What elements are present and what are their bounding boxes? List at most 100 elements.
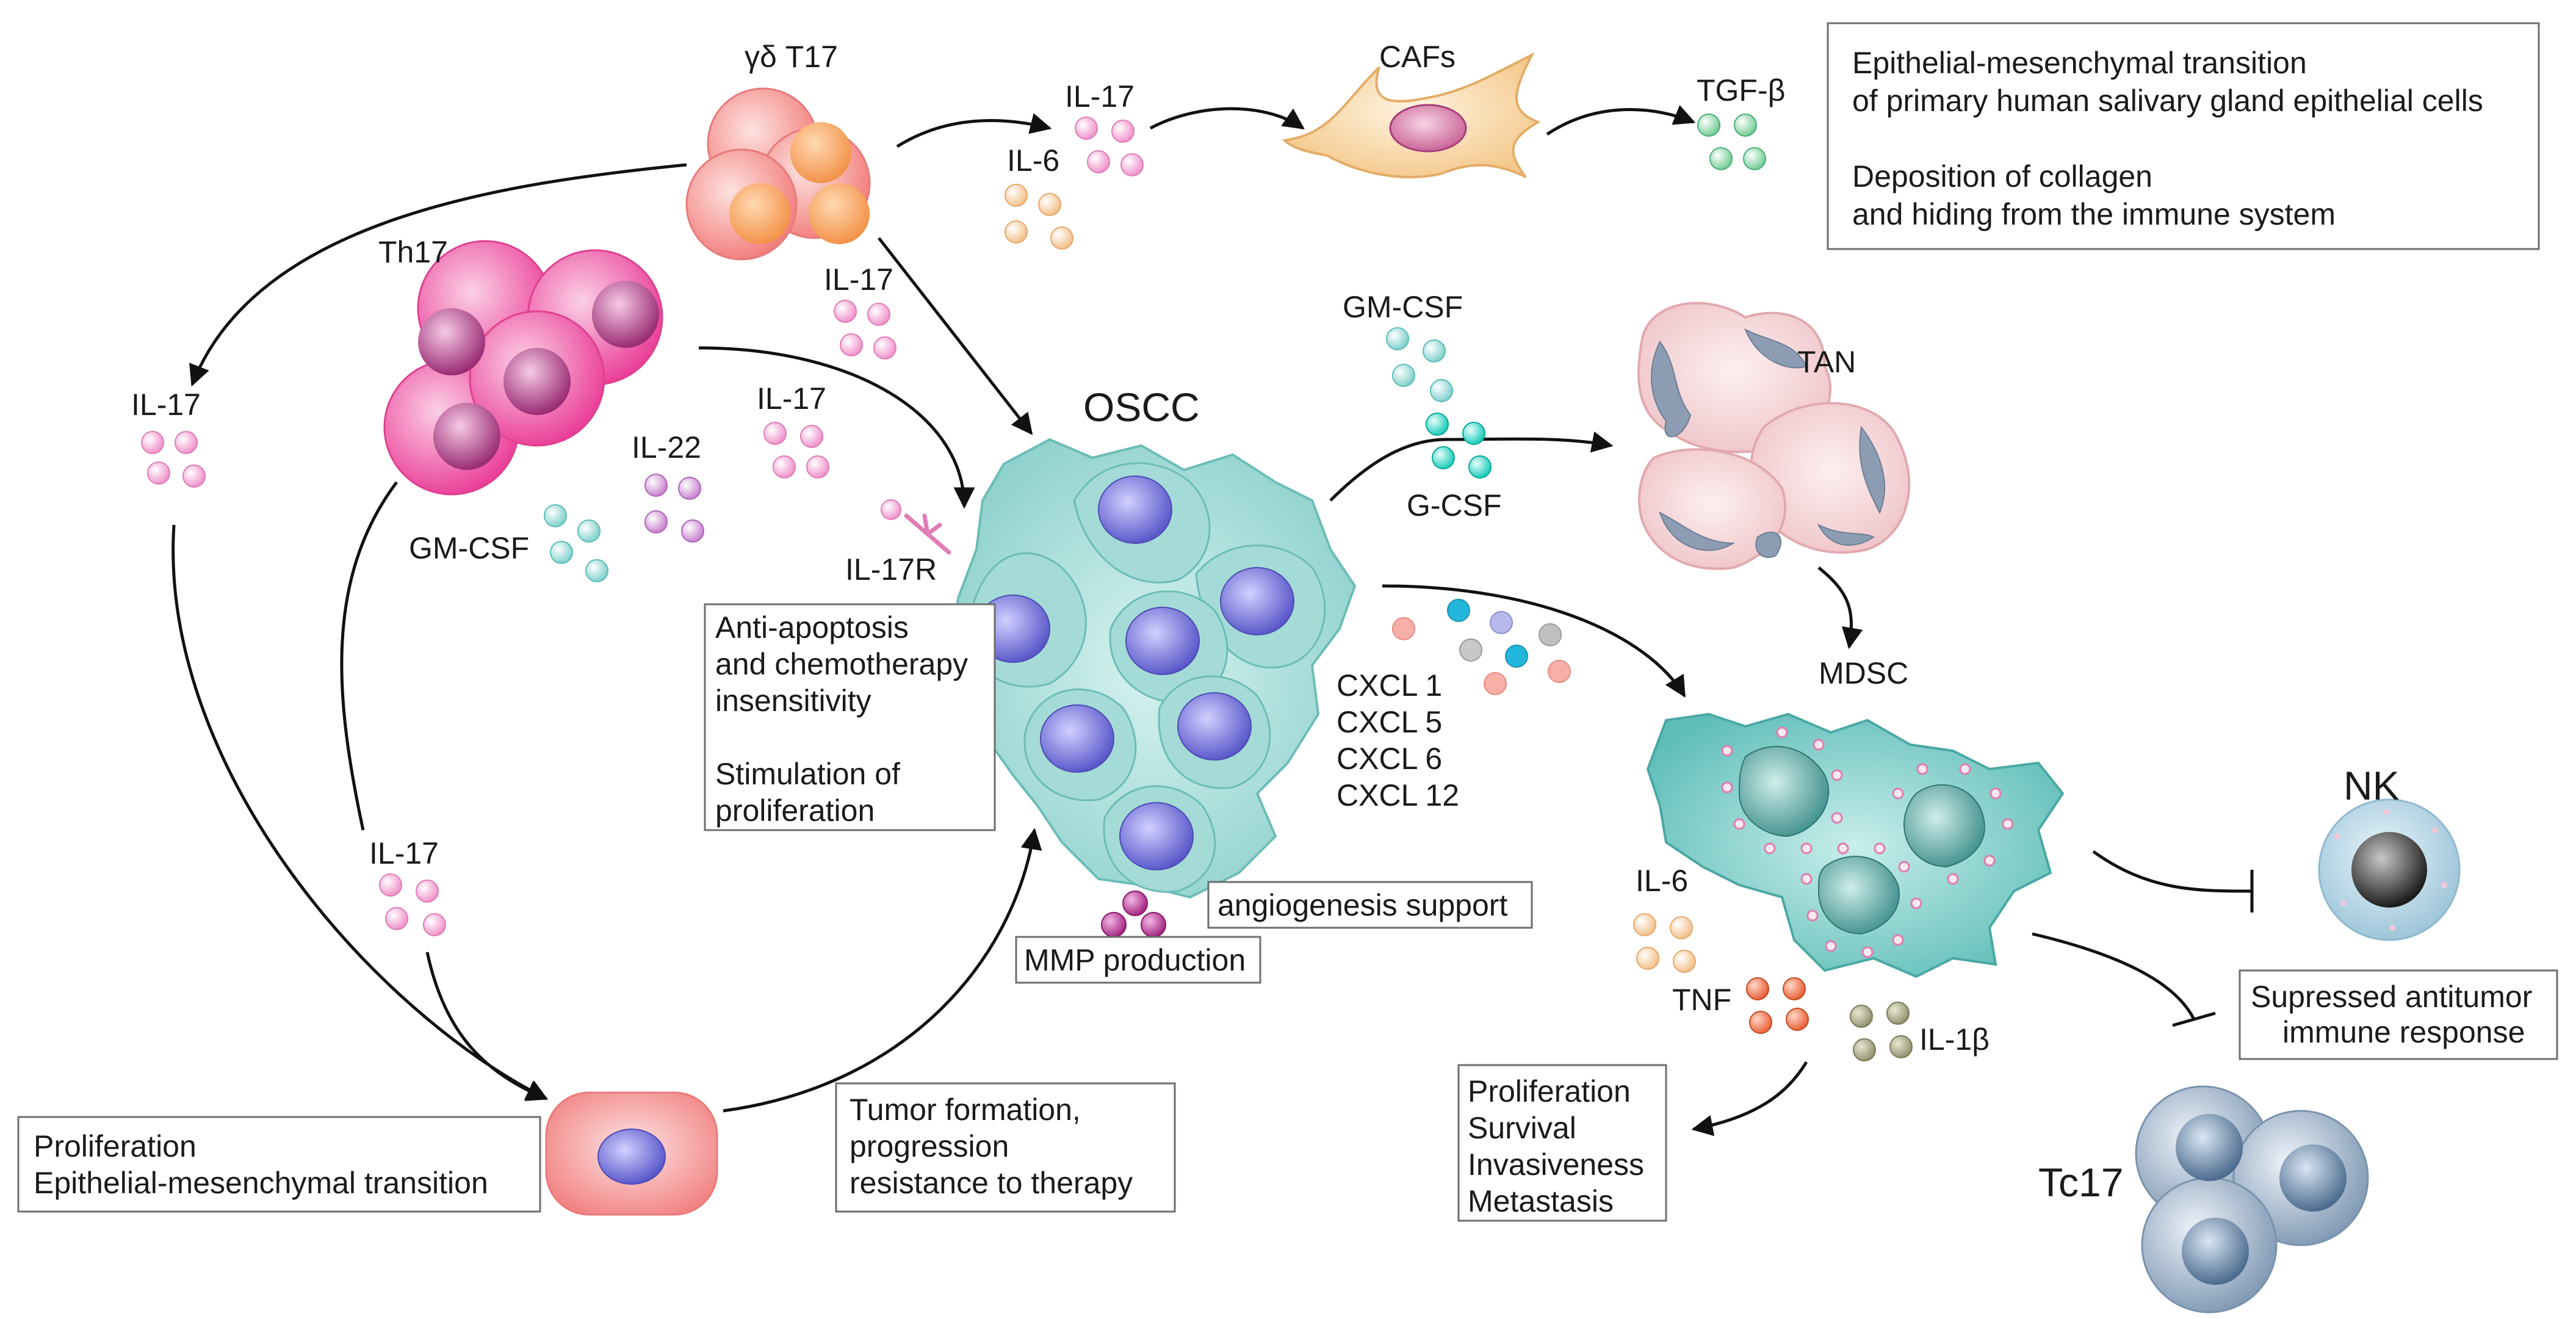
cytokine-mmp xyxy=(1101,891,1166,938)
il17r-label: IL-17R xyxy=(845,552,937,587)
arrow-gd-to-il17 xyxy=(896,113,1052,148)
arrow-il17-to-caf xyxy=(1149,107,1305,130)
il1b-label: IL-1β xyxy=(1919,1022,1990,1057)
oscc-effects-line: insensitivity xyxy=(715,684,871,718)
mmp-text: MMP production xyxy=(1024,943,1246,977)
cytokine-il6-gd xyxy=(1005,184,1073,250)
arrow-gd-to-il17-left xyxy=(189,163,687,387)
nk-effect-line: Supressed antitumor xyxy=(2251,980,2532,1014)
il6-gd-label: IL-6 xyxy=(1007,143,1059,178)
il6-mdsc-label: IL-6 xyxy=(1636,864,1688,898)
il17-gd-down-label: IL-17 xyxy=(824,262,893,297)
cytokine-tgfb xyxy=(1697,114,1766,170)
cxcl12-label: CXCL 12 xyxy=(1337,778,1459,812)
cytokine-il1b xyxy=(1850,1002,1913,1061)
epithelial-line: Epithelial-mesenchymal transition xyxy=(34,1166,488,1200)
arrows xyxy=(171,105,2254,1137)
arrow-tan-to-mdsc xyxy=(1817,566,1863,649)
svg-text:Epithelial-mesenchymal transit: Epithelial-mesenchymal transition of prim… xyxy=(1852,46,2483,231)
tan-label: TAN xyxy=(1797,345,1856,379)
caf-effects-line: and hiding from the immune system xyxy=(1852,197,2336,231)
caf-effects-line: Epithelial-mesenchymal transition xyxy=(1852,46,2307,80)
tnf-label: TNF xyxy=(1672,983,1731,1017)
tgfb-label: TGF-β xyxy=(1697,73,1785,107)
arrow-caf-to-tgfb xyxy=(1546,105,1696,136)
caf-cell xyxy=(1282,52,1541,179)
nk-cell xyxy=(2318,798,2461,941)
arrow-il17-left-to-cell xyxy=(171,524,549,1100)
mdsc-effects-line: Invasiveness xyxy=(1468,1147,1644,1182)
inhibit-mdsc-nk xyxy=(2092,850,2253,893)
arrow-th17-to-il17-bottom xyxy=(340,481,399,831)
cytokine-gmcsf-tan xyxy=(1386,327,1453,402)
cafs-label: CAFs xyxy=(1379,40,1456,74)
arrow-gd-to-oscc xyxy=(878,237,1033,435)
tumor-line: resistance to therapy xyxy=(850,1166,1133,1200)
oscc-effects-line: proliferation xyxy=(715,793,875,828)
gmcsf-tan-label: GM-CSF xyxy=(1343,290,1463,324)
tc17-label: Tc17 xyxy=(2038,1160,2123,1205)
mdsc-effects-line: Metastasis xyxy=(1468,1184,1614,1218)
cxcl5-label: CXCL 5 xyxy=(1337,705,1442,739)
cytokine-il6-mdsc xyxy=(1633,913,1696,973)
inhibit-mdsc-tc17 xyxy=(2032,932,2196,1021)
oscc-effects-line: and chemotherapy xyxy=(715,647,968,681)
cytokine-il22 xyxy=(644,474,704,543)
th17-label: Th17 xyxy=(378,235,448,269)
il17-bottom-label: IL-17 xyxy=(369,836,439,870)
oscc-effects-line: Anti-apoptosis xyxy=(715,610,909,645)
gcsf-label: G-CSF xyxy=(1407,488,1502,522)
arrow-mdsc-to-effects xyxy=(1691,1061,1808,1137)
oscc-effects-line: Stimulation of xyxy=(715,757,900,791)
oscc-cell-cluster xyxy=(950,438,1357,899)
mdsc-effects-line: Proliferation xyxy=(1468,1074,1631,1108)
arrow-th17-to-oscc xyxy=(698,346,975,509)
cytokine-gmcsf-th xyxy=(544,504,608,582)
tan-cell-cluster xyxy=(1637,302,1911,570)
angiogenesis-text: angiogenesis support xyxy=(1218,888,1507,922)
il17r-receptor-icon xyxy=(881,499,951,555)
nk-label: NK xyxy=(2343,763,2400,808)
epithelial-cell xyxy=(545,1091,718,1216)
cytokine-il17-th xyxy=(763,422,829,479)
arrow-oscc-to-tan xyxy=(1329,432,1614,502)
cytokine-il17-bottom xyxy=(379,873,446,936)
angiogenesis-box: angiogenesis support xyxy=(1207,881,1533,929)
il17-gd-label: IL-17 xyxy=(1065,79,1135,114)
arrow-oscc-to-mdsc xyxy=(1382,584,1686,698)
oscc-label: OSCC xyxy=(1083,385,1200,430)
tc17-cell-cluster xyxy=(2135,1085,2369,1314)
gd-t17-label: γδ T17 xyxy=(745,40,838,74)
cytokine-tnf xyxy=(1746,977,1809,1034)
cytokine-il17-gd xyxy=(1075,117,1144,176)
tumor-line: Tumor formation, xyxy=(850,1093,1081,1127)
nk-effect-line: immune response xyxy=(2282,1015,2525,1049)
th17-cell-cluster xyxy=(383,240,663,496)
cytokine-cxcl xyxy=(1392,599,1571,695)
il17-th-label: IL-17 xyxy=(757,381,826,416)
cxcl1-label: CXCL 1 xyxy=(1337,668,1442,703)
mmp-box: MMP production xyxy=(1015,936,1261,984)
gmcsf-th-label: GM-CSF xyxy=(409,531,529,565)
arrow-il17-bottom-to-cell xyxy=(425,952,549,1101)
il17-left-label: IL-17 xyxy=(131,388,201,422)
caf-effects-box: Epithelial-mesenchymal transition of prim… xyxy=(1827,22,2540,250)
gd-t17-cell-cluster xyxy=(685,87,871,261)
cytokine-il17-gd-down xyxy=(834,300,897,360)
arrow-cell-to-oscc xyxy=(723,828,1042,1113)
caf-effects-line: of primary human salivary gland epitheli… xyxy=(1852,84,2483,118)
mdsc-cell-cluster xyxy=(1646,712,2065,978)
mdsc-effects-line: Survival xyxy=(1468,1111,1576,1145)
